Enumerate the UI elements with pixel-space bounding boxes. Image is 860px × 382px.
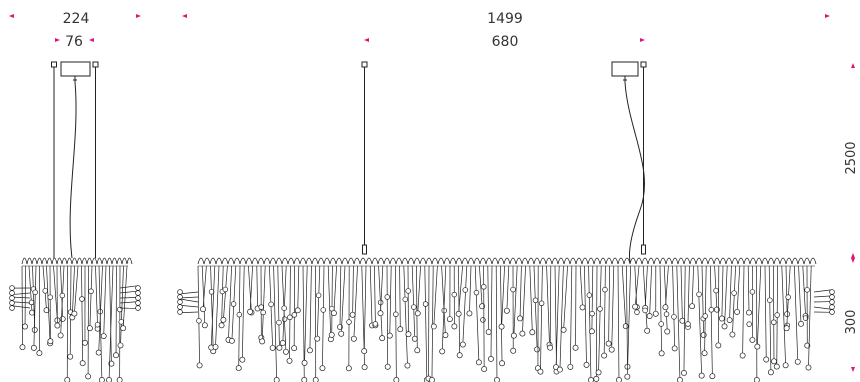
body-height-label: 300 [844, 310, 859, 335]
front-span-label: 680 [492, 34, 519, 50]
arrow-marker [851, 367, 855, 372]
arrow-marker [55, 38, 60, 42]
side-view [9, 61, 141, 382]
dimension-markers [9, 14, 855, 372]
front-width-label: 1499 [487, 11, 523, 27]
arrow-marker [182, 14, 187, 18]
cable-clamp [641, 244, 646, 255]
pendant-body [177, 257, 835, 382]
ceiling-canopy [60, 61, 91, 77]
cable-anchor [640, 61, 647, 68]
arrow-marker [136, 14, 141, 18]
front-view [177, 61, 835, 382]
arrow-marker [364, 38, 369, 42]
drop-height-label: 2500 [844, 141, 859, 174]
arrow-marker [9, 14, 14, 18]
cable-anchor [92, 61, 99, 68]
arrow-marker [851, 253, 855, 258]
arrow-marker [640, 38, 645, 42]
cable-clamp [362, 244, 367, 255]
arrow-marker [851, 258, 855, 263]
side-body-width-label: 76 [65, 34, 83, 50]
cable-anchor [361, 61, 368, 68]
side-width-label: 224 [63, 11, 90, 27]
arrow-marker [851, 63, 855, 68]
arrow-marker [825, 14, 830, 18]
power-cord [69, 76, 77, 259]
cable-anchor [51, 61, 57, 68]
ceiling-canopy [611, 61, 639, 77]
power-cord [624, 76, 645, 263]
pendant-body [9, 257, 141, 382]
arrow-marker [89, 38, 94, 42]
